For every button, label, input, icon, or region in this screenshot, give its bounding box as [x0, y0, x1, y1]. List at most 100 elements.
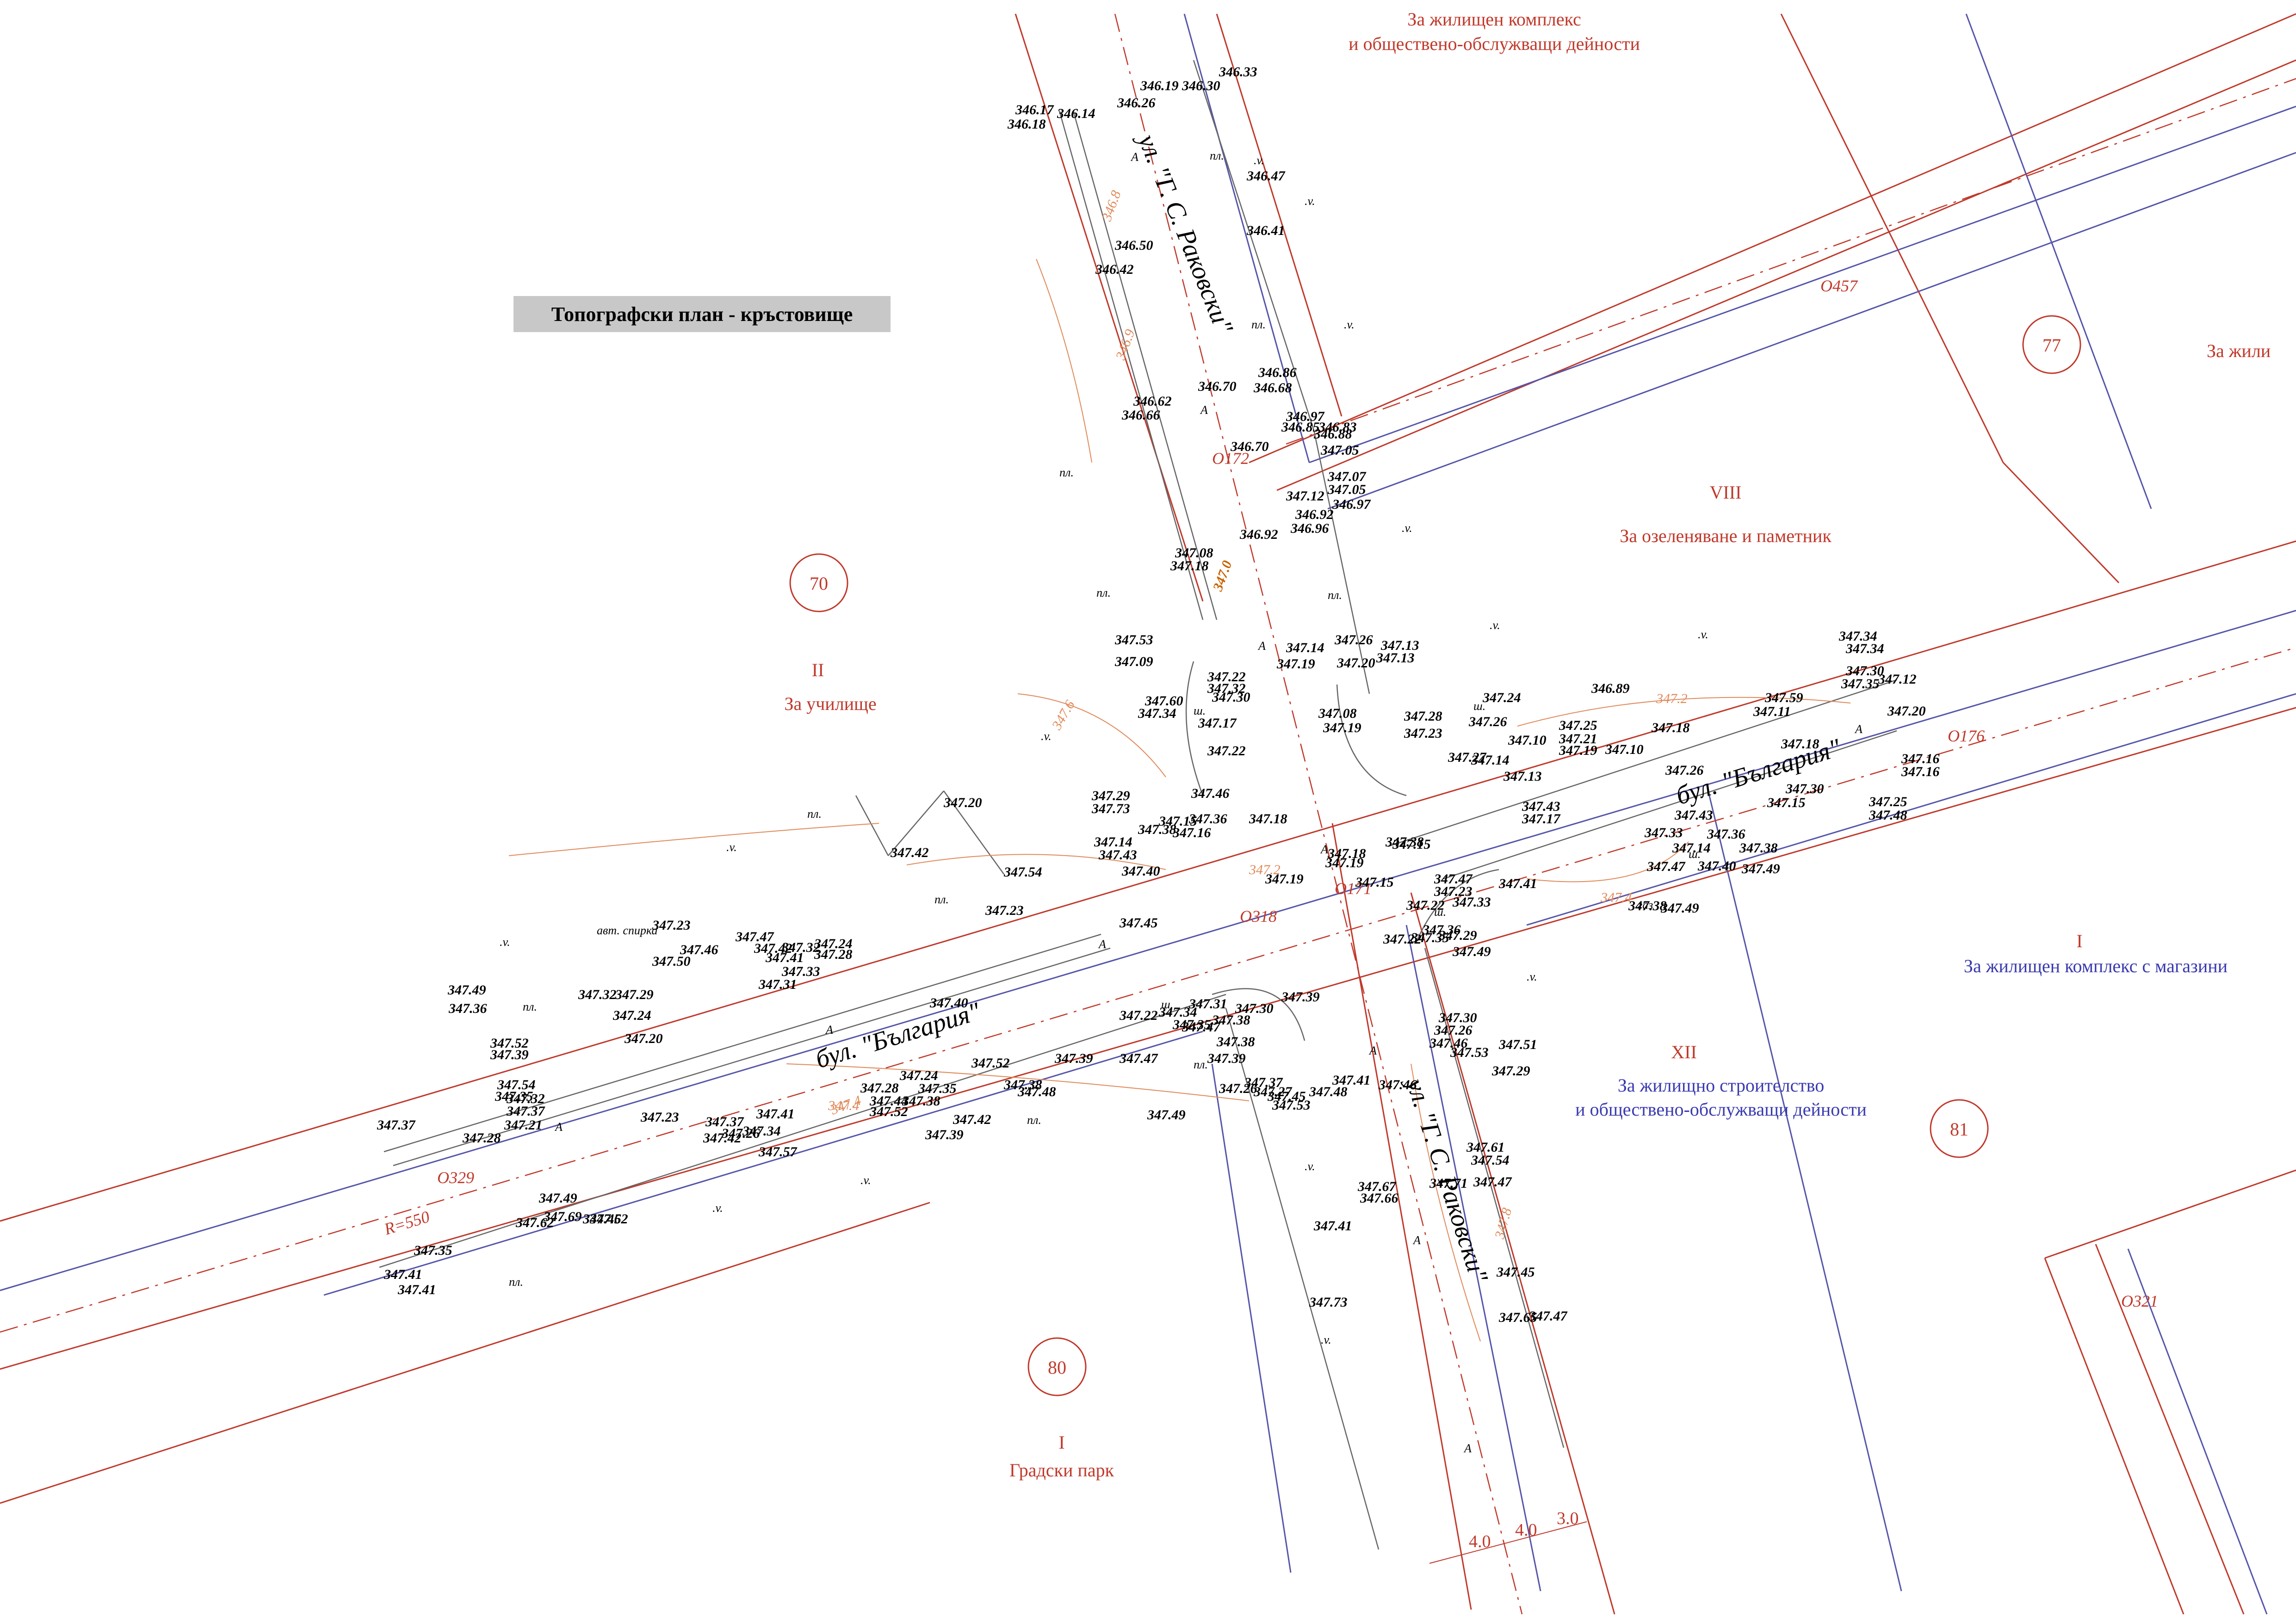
elevation-label: 347.05 [1327, 482, 1366, 497]
zone-ii-roman: II [812, 660, 824, 680]
sh-label: ш. [1194, 704, 1206, 717]
elevation-label: 347.23 [652, 918, 691, 933]
elevation-label: 347.38 [1138, 822, 1176, 837]
elevation-label: 347.44 [869, 1093, 908, 1109]
elevation-label: 347.23 [640, 1110, 679, 1125]
regulation-line-rakovski-west [1015, 13, 1204, 602]
elevation-label: 347.17 [1522, 811, 1561, 827]
elevation-label: 347.19 [1325, 855, 1364, 870]
elevation-label: 347.26 [1468, 714, 1507, 729]
elevation-label: 346.97 [1332, 497, 1371, 512]
elevation-label: 347.32 [1207, 681, 1246, 696]
elevation-label: 347.62 [515, 1215, 554, 1230]
elevation-label: 347.28 [1404, 709, 1442, 724]
curb-curve-ne [1336, 684, 1407, 796]
block-circle-70 [789, 553, 848, 612]
elevation-label: 347.47 [1473, 1174, 1512, 1190]
zone-i-east-roman: I [2076, 931, 2082, 951]
elevation-label: 347.46 [1191, 786, 1230, 801]
regulation-line-block-se-2 [2095, 1244, 2245, 1615]
elevation-label: 347.21 [504, 1117, 543, 1133]
elevation-label: 347.73 [1309, 1295, 1348, 1310]
elevation-label: 347.26 [1334, 632, 1373, 648]
v-label: .v. [712, 1201, 723, 1215]
elevation-label: 347.25 [1869, 794, 1907, 809]
curb-bulgaria-nw-2 [393, 947, 1111, 1166]
elevation-label: 347.49 [1660, 901, 1699, 916]
elevation-label: 347.49 [1741, 861, 1780, 876]
width-label: 4.0 [1469, 1532, 1491, 1551]
a-label: A [1257, 639, 1266, 653]
pl-label: пл. [807, 807, 822, 821]
elevation-label: 346.47 [1246, 168, 1286, 184]
a-label: A [1463, 1442, 1472, 1455]
elevation-label: 347.34 [1845, 641, 1884, 656]
pl-label: пл. [1059, 466, 1074, 479]
elevation-label: 347.47 [735, 929, 774, 944]
pl-label: пл. [934, 893, 949, 906]
regulation-line-rakovski-sw [1331, 823, 1472, 1610]
elevation-label: 347.18 [1249, 811, 1287, 827]
elevation-label: 347.26 [1665, 763, 1704, 778]
elevation-label: 347.34 [1838, 629, 1877, 644]
elevation-label: 347.10 [1508, 733, 1547, 748]
elevation-label: 347.37 [705, 1114, 744, 1129]
road-edges [0, 13, 2296, 1615]
a-label: A [1854, 722, 1863, 736]
regulation-line-bulgaria-south-outer [0, 540, 2296, 1222]
elevation-label: 347.49 [1147, 1107, 1186, 1123]
elevation-label: 347.38 [1003, 1077, 1042, 1092]
elevation-label: 347.15 [1767, 795, 1806, 810]
regulation-line-block-se [2044, 1258, 2185, 1615]
v-label: .v. [1490, 618, 1500, 632]
curbs [379, 60, 1897, 1550]
elevation-label: 346.68 [1253, 380, 1292, 395]
elevation-label: 347.47 [1529, 1308, 1568, 1324]
elevation-label: 346.33 [1219, 64, 1257, 80]
block-number-81: 81 [1950, 1119, 1968, 1140]
elevation-label: 346.88 [1313, 426, 1352, 442]
curb-rakovski-se [1424, 948, 1565, 1448]
sh-label: ш. [1689, 847, 1701, 861]
elevation-label: 347.42 [754, 941, 792, 956]
elevation-label: 347.66 [1360, 1191, 1399, 1206]
block-circle-80 [1027, 1337, 1087, 1396]
elevation-label: 347.39 [1054, 1051, 1093, 1066]
elevation-label: 347.28 [462, 1130, 501, 1146]
v-label: .v. [860, 1173, 871, 1187]
elevation-label: 347.67 [1357, 1179, 1397, 1194]
bulgaria-edge-north-east [1341, 610, 2296, 894]
width-label: 4.0 [1515, 1520, 1537, 1540]
pl-label: пл. [523, 1000, 537, 1013]
elevation-label: 347.22 [1207, 743, 1246, 759]
sh-label: ш. [1161, 998, 1173, 1011]
elevation-label: 347.16 [1901, 751, 1940, 766]
v-label: .v. [1527, 970, 1537, 983]
bus-stop-label: авт. спирка [597, 924, 657, 937]
elevation-label: 347.16 [1901, 764, 1940, 779]
elevation-label: 346.85 [1281, 420, 1320, 435]
contour-label: 347.2 [1249, 862, 1281, 877]
elevation-label: 347.35 [1411, 930, 1449, 945]
elevation-label: 347.13 [1380, 638, 1419, 653]
v-label: .v. [1344, 318, 1355, 331]
elevation-label: 347.24 [1482, 690, 1521, 705]
elevation-label: 346.96 [1290, 521, 1329, 536]
elevation-label: 347.35 [918, 1081, 957, 1096]
elevation-label: 347.30 [1438, 1010, 1477, 1025]
elevation-label: 346.70 [1198, 379, 1237, 394]
elevation-label: 347.29 [1091, 788, 1130, 803]
elevation-label: 347.52 [971, 1055, 1010, 1071]
zone-ii-label: За училище [784, 693, 876, 714]
elevation-label: 347.24 [613, 1008, 651, 1023]
sh-label: ш. [1473, 699, 1485, 713]
pl-label: пл. [1210, 149, 1224, 162]
elevation-label: 347.48 [1309, 1084, 1348, 1099]
contour-346.8 [1036, 259, 1092, 463]
elevation-label: 347.39 [1281, 989, 1320, 1005]
elevation-label: 347.48 [1869, 808, 1907, 823]
v-label: .v. [1321, 1333, 1331, 1346]
zone-xii-line2: и обществено-обслужващи дейности [1575, 1099, 1867, 1120]
